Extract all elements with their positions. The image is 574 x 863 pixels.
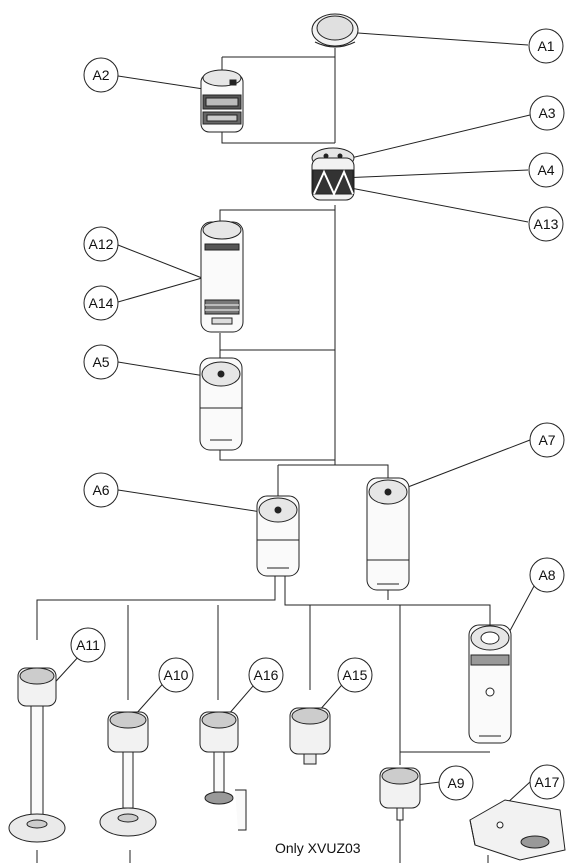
callout-a8: A8 (529, 557, 565, 593)
svg-text:A16: A16 (254, 667, 279, 683)
callout-a11: A11 (70, 627, 106, 663)
callout-a15: A15 (337, 657, 373, 693)
callout-a1: A1 (528, 28, 564, 64)
component-a17-bracket (469, 799, 566, 861)
callout-a13: A13 (528, 206, 564, 242)
component-a5-unit (199, 357, 243, 451)
component-a16-bracket (199, 711, 247, 831)
callout-a2: A2 (83, 57, 119, 93)
svg-text:A14: A14 (89, 295, 114, 311)
leader-lines (47, 32, 541, 806)
component-a2-buzzer (200, 69, 244, 133)
svg-text:A2: A2 (92, 67, 109, 83)
component-a12-a14-unit (200, 220, 244, 333)
callouts: A1 A2 A3 A4 A13 A12 A14 A5 (70, 28, 565, 801)
svg-text:A8: A8 (538, 567, 555, 583)
component-a8-unit (468, 624, 512, 744)
svg-text:A4: A4 (537, 162, 554, 178)
component-a7-unit (366, 477, 410, 591)
callout-a9: A9 (438, 765, 474, 801)
svg-text:A3: A3 (538, 105, 555, 121)
callout-a16: A16 (248, 657, 284, 693)
connector-lines (36, 48, 491, 863)
svg-text:A6: A6 (92, 482, 109, 498)
callout-a12: A12 (83, 226, 119, 262)
callout-a5: A5 (83, 344, 119, 380)
component-a1-cap (311, 13, 359, 48)
svg-text:A7: A7 (538, 432, 555, 448)
svg-text:A1: A1 (537, 38, 554, 54)
callout-a4: A4 (528, 152, 564, 188)
callout-a6: A6 (83, 472, 119, 508)
callout-a14: A14 (83, 285, 119, 321)
component-a3-a4-a13-unit (311, 147, 355, 201)
callout-a10: A10 (158, 657, 194, 693)
svg-text:A12: A12 (89, 236, 114, 252)
component-a11-pole (8, 667, 66, 843)
svg-text:A9: A9 (447, 775, 464, 791)
svg-text:A10: A10 (164, 667, 189, 683)
callout-a3: A3 (529, 95, 565, 131)
component-a15-unit (289, 707, 331, 765)
callout-a17: A17 (529, 764, 565, 800)
svg-text:A13: A13 (534, 216, 559, 232)
component-a6-unit (256, 495, 300, 577)
svg-text:A11: A11 (76, 637, 100, 653)
component-a9-unit (379, 767, 421, 821)
component-a10-base (99, 711, 157, 837)
svg-text:A17: A17 (535, 774, 560, 790)
svg-text:A15: A15 (343, 667, 368, 683)
note-only-xvuz03: Only XVUZ03 (275, 840, 361, 856)
callout-a7: A7 (529, 422, 565, 458)
svg-text:A5: A5 (92, 354, 109, 370)
